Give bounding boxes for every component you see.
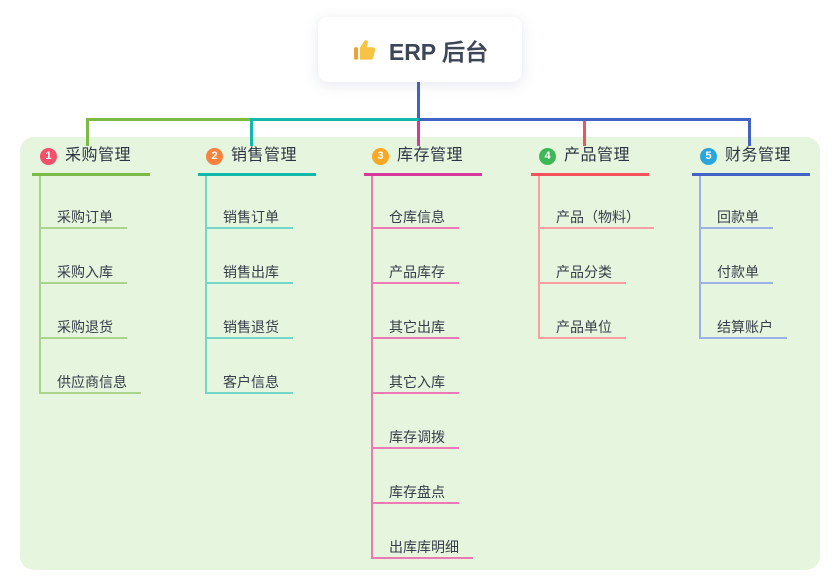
branch-children: 回款单付款单结算账户 xyxy=(699,176,787,339)
branch-children: 采购订单采购入库采购退货供应商信息 xyxy=(39,176,141,394)
child-node[interactable]: 付款单 xyxy=(701,263,773,284)
child-node[interactable]: 产品单位 xyxy=(540,318,626,339)
branch-header[interactable]: 2 销售管理 xyxy=(198,146,316,176)
branch-3: 3 库存管理 仓库信息产品库存其它出库其它入库库存调拨库存盘点出库库明细 xyxy=(364,146,482,559)
branch-header[interactable]: 5 财务管理 xyxy=(692,146,810,176)
branch-label: 产品管理 xyxy=(564,147,631,164)
root-stem-line xyxy=(417,82,420,118)
child-node[interactable]: 库存盘点 xyxy=(373,483,459,504)
root-node[interactable]: ERP 后台 xyxy=(318,17,522,82)
branch-children: 产品（物料） 产品分类产品单位 xyxy=(538,176,654,339)
branch-number-badge: 1 xyxy=(40,147,57,165)
child-node[interactable]: 销售出库 xyxy=(207,263,293,284)
child-node[interactable]: 其它入库 xyxy=(373,373,459,394)
child-node[interactable]: 采购订单 xyxy=(41,208,127,229)
bus-segment-blue xyxy=(419,118,751,121)
branch-children: 仓库信息产品库存其它出库其它入库库存调拨库存盘点出库库明细 xyxy=(371,176,473,559)
child-node[interactable]: 结算账户 xyxy=(701,318,787,339)
child-node[interactable]: 供应商信息 xyxy=(41,373,141,394)
branch-number-badge: 3 xyxy=(372,147,389,165)
branch-5: 5 财务管理 回款单付款单结算账户 xyxy=(692,146,810,339)
bus-segment-green xyxy=(86,118,250,121)
bus-segment-teal xyxy=(250,118,419,121)
child-node[interactable]: 回款单 xyxy=(701,208,773,229)
branch-1: 1 采购管理 采购订单采购入库采购退货供应商信息 xyxy=(32,146,150,394)
drop-line-branch-3 xyxy=(417,121,420,146)
child-node[interactable]: 库存调拨 xyxy=(373,428,459,449)
child-node[interactable]: 出库库明细 xyxy=(373,538,473,559)
branch-children: 销售订单销售出库销售退货客户信息 xyxy=(205,176,293,394)
root-title: ERP 后台 xyxy=(388,38,489,65)
child-node[interactable]: 采购退货 xyxy=(41,318,127,339)
child-node[interactable]: 其它出库 xyxy=(373,318,459,339)
branch-2: 2 销售管理 销售订单销售出库销售退货客户信息 xyxy=(198,146,316,394)
branch-number-badge: 5 xyxy=(700,147,717,165)
branch-number-badge: 4 xyxy=(539,147,556,165)
drop-line-branch-1 xyxy=(86,118,89,146)
branch-label: 销售管理 xyxy=(231,147,298,164)
drop-line-branch-2 xyxy=(250,118,253,146)
child-node[interactable]: 销售退货 xyxy=(207,318,293,339)
branch-4: 4 产品管理 产品（物料） 产品分类产品单位 xyxy=(531,146,654,339)
drop-line-branch-5 xyxy=(748,118,751,146)
branch-number-badge: 2 xyxy=(206,147,223,165)
branch-label: 采购管理 xyxy=(65,147,132,164)
branch-header[interactable]: 3 库存管理 xyxy=(364,146,482,176)
branch-header[interactable]: 1 采购管理 xyxy=(32,146,150,176)
child-node[interactable]: 销售订单 xyxy=(207,208,293,229)
branch-header[interactable]: 4 产品管理 xyxy=(531,146,649,176)
child-node[interactable]: 客户信息 xyxy=(207,373,293,394)
branch-label: 库存管理 xyxy=(397,147,464,164)
child-node[interactable]: 采购入库 xyxy=(41,263,127,284)
child-node[interactable]: 产品库存 xyxy=(373,263,459,284)
child-node[interactable]: 产品（物料） xyxy=(540,208,654,229)
branch-label: 财务管理 xyxy=(725,147,792,164)
drop-line-branch-4 xyxy=(583,121,586,146)
child-node[interactable]: 仓库信息 xyxy=(373,208,459,229)
child-node[interactable]: 产品分类 xyxy=(540,263,626,284)
branches-panel xyxy=(20,137,820,570)
thumbs-up-icon xyxy=(352,36,379,63)
